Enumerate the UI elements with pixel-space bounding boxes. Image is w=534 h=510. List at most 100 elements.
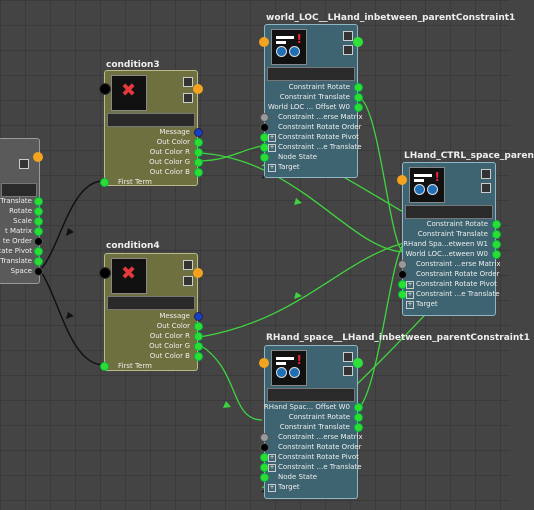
node-left-output-port[interactable] — [33, 152, 43, 162]
port-out[interactable] — [194, 158, 203, 167]
port-in[interactable] — [398, 270, 407, 279]
port-out[interactable] — [34, 257, 43, 266]
attr-label: Constraint Translate — [279, 93, 350, 101]
port-out[interactable] — [492, 240, 501, 249]
node-toggle-icon[interactable] — [183, 260, 193, 270]
attr-label: Message — [159, 312, 190, 320]
port-out[interactable] — [34, 227, 43, 236]
port-out[interactable] — [194, 322, 203, 331]
expand-plus-icon[interactable]: + — [406, 281, 414, 289]
expand-plus-icon[interactable]: + — [268, 144, 276, 152]
expand-plus-icon[interactable]: + — [406, 301, 414, 309]
port-in[interactable] — [260, 113, 269, 122]
port-out[interactable] — [194, 352, 203, 361]
node-toggle-icon[interactable] — [183, 77, 193, 87]
node-title: LHand_CTRL_space_paren — [404, 151, 534, 161]
constraint-swatch-icon: ! — [271, 350, 307, 386]
port-in[interactable] — [260, 123, 269, 132]
port-out[interactable] — [354, 103, 363, 112]
node-world-loc-parentconstraint[interactable]: ! — [264, 24, 358, 178]
port-in[interactable] — [100, 178, 109, 187]
port-in[interactable] — [398, 260, 407, 269]
node-toggle-icon[interactable] — [343, 31, 353, 41]
port-out[interactable] — [34, 267, 43, 276]
attr-label: Out Color G — [149, 158, 190, 166]
node-condition4-input-port[interactable] — [99, 267, 111, 279]
attr-label: Out Color B — [149, 168, 190, 176]
node-world-loc-input-port[interactable] — [259, 37, 269, 47]
port-out[interactable] — [194, 138, 203, 147]
port-in[interactable] — [260, 443, 269, 452]
node-toggle-icon[interactable] — [183, 93, 193, 103]
node-condition3-output-port[interactable] — [193, 84, 203, 94]
node-rhand-output-port[interactable] — [353, 358, 363, 368]
port-out[interactable] — [194, 342, 203, 351]
node-rhand-space-parentconstraint[interactable]: ! — [264, 345, 358, 499]
attr-label: Constraint ...e Translate — [416, 290, 500, 298]
node-condition4-output-port[interactable] — [193, 268, 203, 278]
port-out[interactable] — [492, 250, 501, 259]
port-in[interactable] — [100, 362, 109, 371]
expand-plus-icon[interactable]: + — [268, 134, 276, 142]
attr-label: Target — [278, 483, 300, 491]
node-name-field[interactable] — [107, 296, 195, 310]
port-in[interactable] — [260, 433, 269, 442]
constraint-swatch-icon: ! — [409, 167, 445, 203]
expand-plus-icon[interactable]: + — [268, 454, 276, 462]
node-toggle-icon[interactable] — [343, 366, 353, 376]
port-out[interactable] — [354, 423, 363, 432]
attr-label: Constraint ...e Translate — [278, 463, 362, 471]
port-out[interactable] — [492, 230, 501, 239]
port-in[interactable] — [260, 473, 269, 482]
port-out[interactable] — [194, 128, 203, 137]
attr-label: RHand Spa...etween W1 — [403, 240, 488, 248]
node-world-loc-output-port[interactable] — [353, 37, 363, 47]
node-name-field[interactable] — [267, 388, 355, 402]
expand-plus-icon[interactable]: + — [268, 464, 276, 472]
node-name-field[interactable] — [405, 205, 493, 219]
node-toggle-icon[interactable] — [481, 183, 491, 193]
port-out[interactable] — [34, 207, 43, 216]
node-lhand-input-port[interactable] — [397, 175, 407, 185]
constraint-swatch-icon: ! — [271, 29, 307, 65]
node-toggle-icon[interactable] — [343, 45, 353, 55]
node-condition3-input-port[interactable] — [99, 83, 111, 95]
attr-label: Out Color G — [149, 342, 190, 350]
port-out[interactable] — [194, 312, 203, 321]
condition-swatch-icon: ✖ — [111, 258, 147, 294]
port-out[interactable] — [354, 413, 363, 422]
node-toggle-icon[interactable] — [343, 352, 353, 362]
node-toggle-icon[interactable] — [481, 169, 491, 179]
port-out[interactable] — [354, 93, 363, 102]
port-out[interactable] — [34, 247, 43, 256]
node-condition4[interactable]: ✖ — [104, 253, 198, 371]
port-out[interactable] — [354, 403, 363, 412]
port-out[interactable] — [194, 148, 203, 157]
node-left-transform[interactable] — [0, 138, 40, 284]
node-rhand-input-port[interactable] — [259, 358, 269, 368]
port-out[interactable] — [194, 168, 203, 177]
node-condition3[interactable]: ✖ — [104, 70, 198, 186]
attr-label: Translate — [0, 197, 32, 205]
port-out[interactable] — [194, 332, 203, 341]
port-out[interactable] — [492, 220, 501, 229]
attr-label: Constraint Rotate Order — [278, 443, 362, 451]
attr-label: Out Color — [156, 138, 190, 146]
node-name-field[interactable] — [107, 113, 195, 127]
node-name-field[interactable] — [267, 67, 355, 81]
node-lhand-ctrl-parentconstraint[interactable]: ! — [402, 162, 496, 316]
port-out[interactable] — [34, 197, 43, 206]
port-out[interactable] — [354, 83, 363, 92]
port-out[interactable] — [34, 217, 43, 226]
port-out[interactable] — [34, 237, 43, 246]
attr-label: Constraint Rotate Order — [416, 270, 500, 278]
node-toggle-icon[interactable] — [19, 159, 29, 169]
attr-label: t Matrix — [4, 227, 32, 235]
expand-plus-icon[interactable]: + — [268, 164, 276, 172]
node-name-field[interactable] — [1, 183, 37, 197]
expand-plus-icon[interactable]: + — [268, 484, 276, 492]
attr-label: Constraint Translate — [279, 423, 350, 431]
node-toggle-icon[interactable] — [183, 276, 193, 286]
expand-plus-icon[interactable]: + — [406, 291, 414, 299]
port-in[interactable] — [260, 153, 269, 162]
